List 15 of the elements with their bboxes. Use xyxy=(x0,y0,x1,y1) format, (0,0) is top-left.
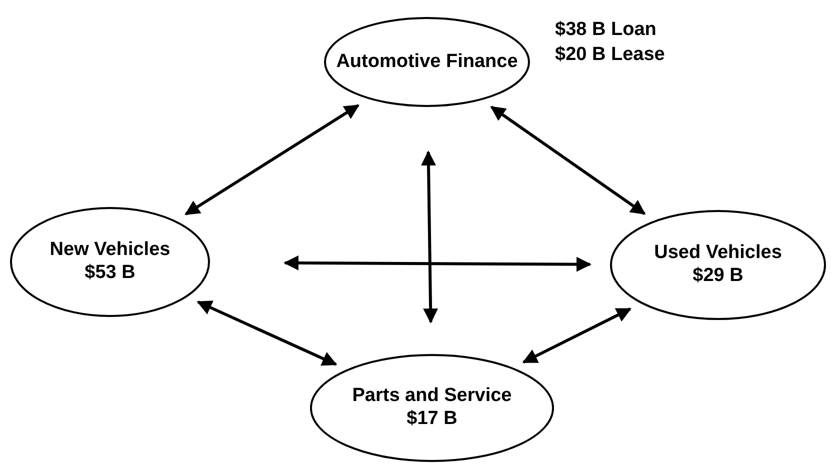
node-label: $29 B xyxy=(692,265,744,288)
node-label: Parts and Service xyxy=(352,385,512,408)
amount-note: $38 B Loan xyxy=(555,18,658,42)
double-arrow xyxy=(196,300,338,366)
node-label: New Vehicles xyxy=(50,239,170,262)
double-arrow xyxy=(421,150,438,324)
node-label: Used Vehicles xyxy=(654,242,782,265)
node-label: Automotive Finance xyxy=(336,50,518,74)
node-label: $53 B xyxy=(84,262,136,285)
double-arrow xyxy=(490,106,646,215)
amount-note: $20 B Lease xyxy=(555,42,665,67)
double-arrow xyxy=(522,308,632,364)
double-arrow xyxy=(284,255,592,272)
node-label: $17 B xyxy=(406,408,458,431)
double-arrow xyxy=(184,104,360,216)
